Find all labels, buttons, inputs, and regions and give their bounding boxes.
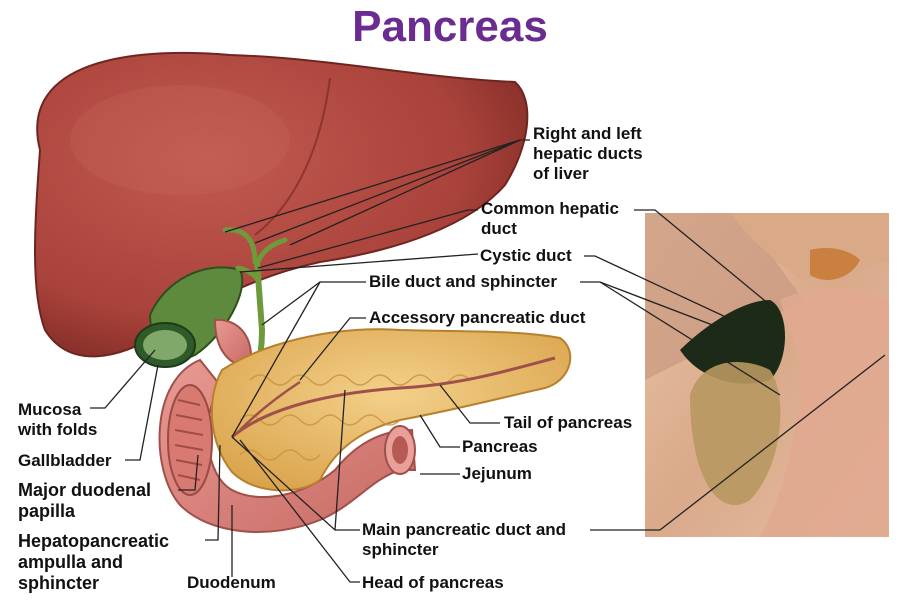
label-hepatic-ducts: Right and left hepatic ducts of liver [533, 124, 643, 183]
label-accessory-pancreatic-duct: Accessory pancreatic duct [369, 308, 586, 327]
label-head-of-pancreas: Head of pancreas [362, 573, 504, 592]
gallbladder [134, 266, 244, 368]
label-bile-duct: Bile duct and sphincter [369, 272, 557, 291]
label-cystic-duct: Cystic duct [480, 246, 572, 265]
label-hepatopancreatic-ampulla: Hepatopancreatic ampulla and sphincter [18, 531, 170, 593]
duodenum [158, 318, 417, 533]
label-major-duodenal-papilla: Major duodenal papilla [18, 480, 152, 521]
label-gallbladder: Gallbladder [18, 451, 112, 470]
label-pancreas: Pancreas [462, 437, 538, 456]
pancreas [210, 328, 572, 492]
label-tail-of-pancreas: Tail of pancreas [504, 413, 633, 432]
label-main-pancreatic-duct: Main pancreatic duct and sphincter [362, 520, 567, 559]
label-mucosa-with-folds: Mucosa with folds [18, 400, 98, 439]
label-jejunum: Jejunum [462, 464, 532, 483]
dissection-photo [645, 213, 889, 537]
label-duodenum: Duodenum [187, 573, 276, 592]
page-title: Pancreas [352, 2, 548, 51]
label-common-hepatic-duct: Common hepatic duct [481, 199, 619, 238]
liver [34, 51, 529, 358]
leader-lines [90, 139, 886, 583]
